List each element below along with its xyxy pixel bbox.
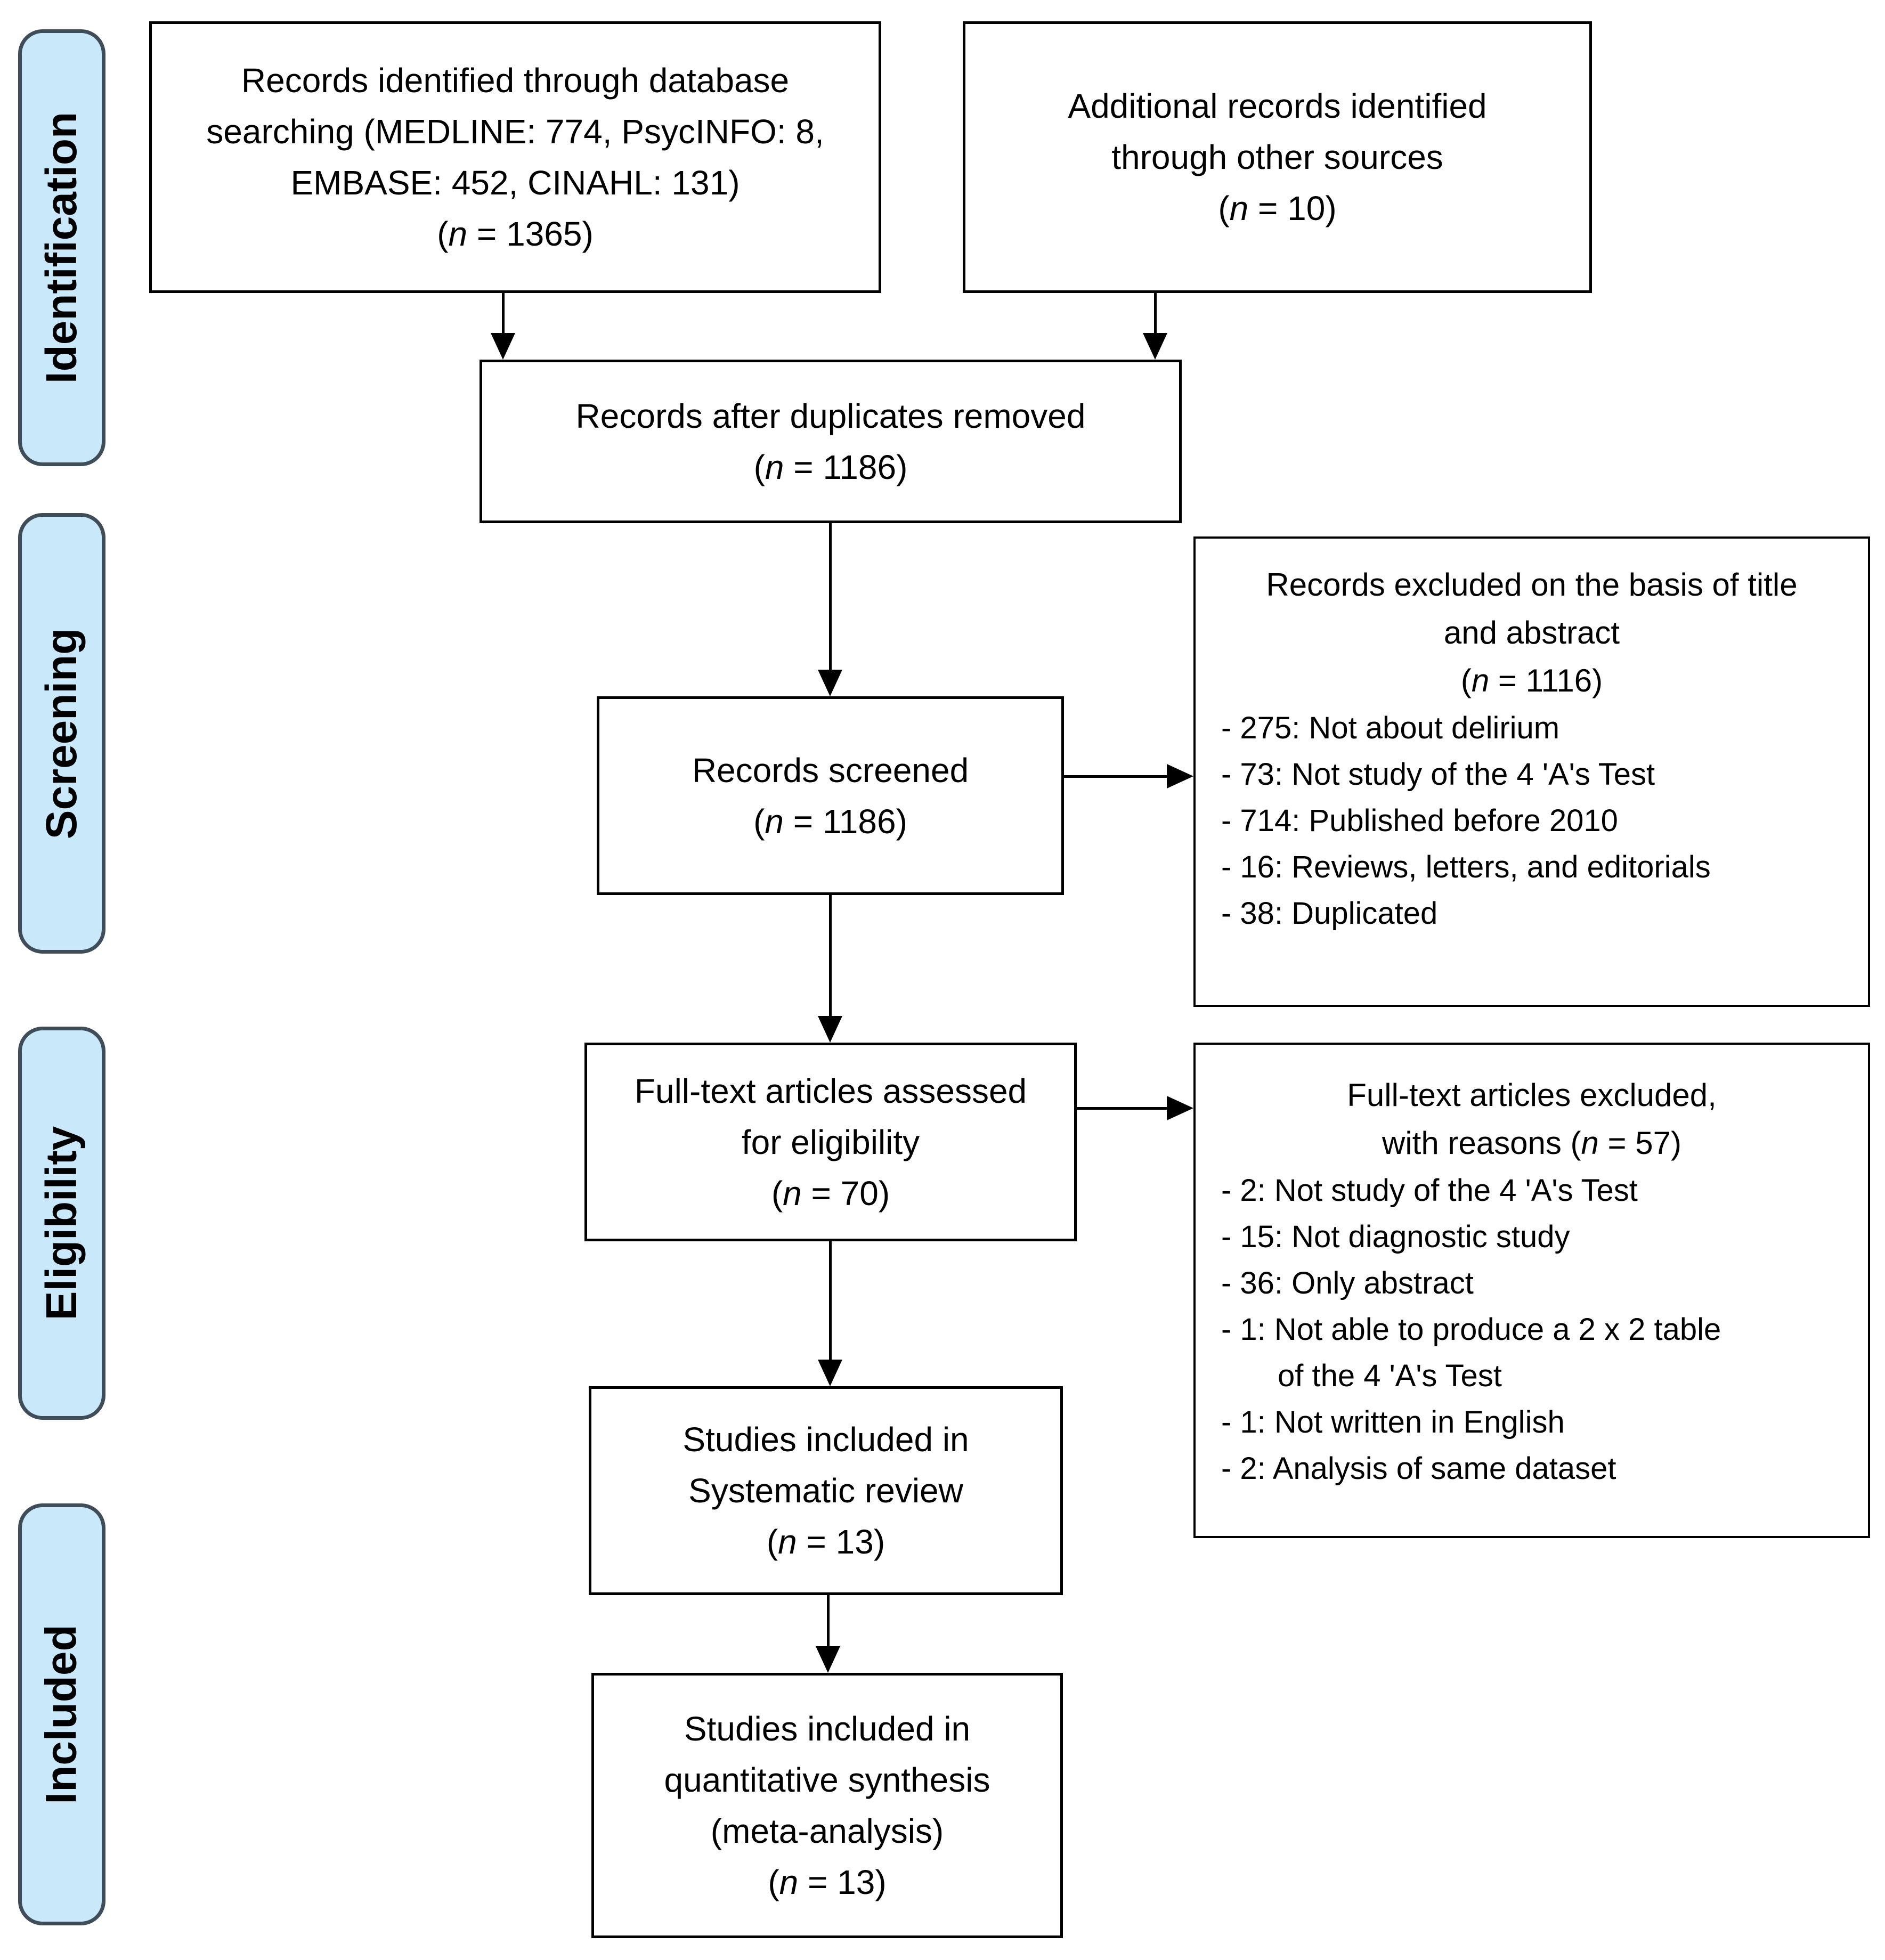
box-n-count: with reasons (n = 57) [1382, 1125, 1681, 1161]
stage-eligibility: Eligibility [18, 1027, 105, 1420]
box-n-count: (n = 10) [1218, 189, 1337, 227]
box-text-line: Records identified through database [241, 61, 790, 100]
excluded-reason-continuation: of the 4 'A's Test [1278, 1359, 1502, 1393]
box-text-line: EMBASE: 452, CINAHL: 131) [290, 164, 740, 202]
arrow-down-icon [491, 333, 515, 360]
excluded-reason: - 1: Not able to produce a 2 x 2 table [1221, 1312, 1721, 1347]
arrow-screened-to-excluded-line [1064, 775, 1171, 778]
excluded-reason: - 2: Not study of the 4 'A's Test [1221, 1173, 1638, 1208]
stage-identification: Identification [18, 29, 105, 466]
box-n-count: (n = 1186) [753, 802, 907, 841]
excluded-reason: - 15: Not diagnostic study [1221, 1219, 1570, 1254]
excluded-reason: - 1: Not written in English [1221, 1405, 1565, 1439]
arrow-duplicates-to-screened-line [829, 523, 832, 671]
box-text-line: for eligibility [741, 1123, 920, 1161]
box-text-line: Studies included in [682, 1420, 969, 1459]
stage-included-label: Included [37, 1624, 86, 1804]
box-text-line: Studies included in [684, 1710, 971, 1748]
box-text-line: quantitative synthesis [664, 1761, 990, 1799]
box-n-count: (n = 13) [766, 1523, 885, 1561]
stage-included: Included [18, 1503, 105, 1925]
arrow-identified-to-duplicates-line [502, 293, 505, 335]
arrow-down-icon [1143, 333, 1167, 360]
box-additional-records: Additional records identified through ot… [963, 21, 1592, 293]
excluded-reason: - 275: Not about delirium [1221, 711, 1560, 745]
box-text-line: Records excluded on the basis of title [1266, 567, 1798, 603]
stage-eligibility-label: Eligibility [37, 1126, 86, 1321]
stage-identification-label: Identification [37, 111, 86, 384]
box-n-count: (n = 13) [768, 1863, 887, 1901]
excluded-reason: - 73: Not study of the 4 'A's Test [1221, 757, 1655, 792]
arrow-down-icon [816, 1646, 840, 1673]
box-text-line: searching (MEDLINE: 774, PsycINFO: 8, [206, 112, 824, 151]
box-excluded-fulltext: Full-text articles excluded, with reason… [1193, 1043, 1870, 1538]
box-meta-analysis: Studies included in quantitative synthes… [591, 1673, 1063, 1938]
arrow-down-icon [818, 670, 842, 696]
arrow-down-icon [818, 1016, 842, 1043]
box-n-count: (n = 1186) [753, 448, 908, 486]
excluded-title: Records excluded on the basis of title a… [1196, 561, 1868, 705]
excluded-reason: - 38: Duplicated [1221, 896, 1438, 931]
box-systematic-review: Studies included in Systematic review (n… [589, 1386, 1063, 1595]
box-n-count: (n = 1365) [437, 215, 594, 253]
box-n-count: (n = 1116) [1460, 663, 1603, 698]
excluded-reason-list: - 2: Not study of the 4 'A's Test - 15: … [1196, 1167, 1868, 1492]
excluded-reason: - 16: Reviews, letters, and editorials [1221, 850, 1711, 884]
arrow-right-icon [1167, 764, 1193, 788]
box-text-line: Full-text articles excluded, [1347, 1077, 1717, 1113]
box-text-line: Records screened [692, 751, 969, 790]
box-text-line: (meta-analysis) [710, 1812, 944, 1850]
arrow-right-icon [1167, 1096, 1193, 1120]
box-text-line: Systematic review [688, 1471, 963, 1510]
arrow-additional-to-duplicates-line [1154, 293, 1157, 335]
box-text-line: and abstract [1443, 615, 1620, 650]
box-duplicates-removed: Records after duplicates removed (n = 11… [480, 360, 1182, 523]
stage-screening: Screening [18, 513, 105, 954]
excluded-reason: - 714: Published before 2010 [1221, 803, 1618, 838]
box-fulltext-assessed: Full-text articles assessed for eligibil… [584, 1043, 1077, 1241]
arrow-fulltext-to-systematic-line [829, 1241, 832, 1361]
excluded-title: Full-text articles excluded, with reason… [1196, 1071, 1868, 1167]
excluded-reason: - 36: Only abstract [1221, 1266, 1474, 1300]
arrow-down-icon [818, 1360, 842, 1386]
excluded-reason: - 2: Analysis of same dataset [1221, 1451, 1616, 1486]
arrow-screened-to-fulltext-line [829, 895, 832, 1017]
box-text-line: through other sources [1111, 138, 1443, 176]
stage-screening-label: Screening [37, 628, 86, 839]
arrow-systematic-to-meta-line [827, 1595, 830, 1648]
box-records-identified: Records identified through database sear… [149, 21, 881, 293]
box-excluded-title-abstract: Records excluded on the basis of title a… [1193, 536, 1870, 1007]
box-text-line: Additional records identified [1068, 87, 1487, 125]
box-n-count: (n = 70) [771, 1174, 890, 1213]
excluded-reason-list: - 275: Not about delirium - 73: Not stud… [1196, 705, 1868, 937]
box-records-screened: Records screened (n = 1186) [597, 696, 1064, 895]
box-text-line: Records after duplicates removed [575, 396, 1086, 435]
box-text-line: Full-text articles assessed [634, 1071, 1027, 1110]
arrow-fulltext-to-excluded-line [1077, 1107, 1171, 1110]
